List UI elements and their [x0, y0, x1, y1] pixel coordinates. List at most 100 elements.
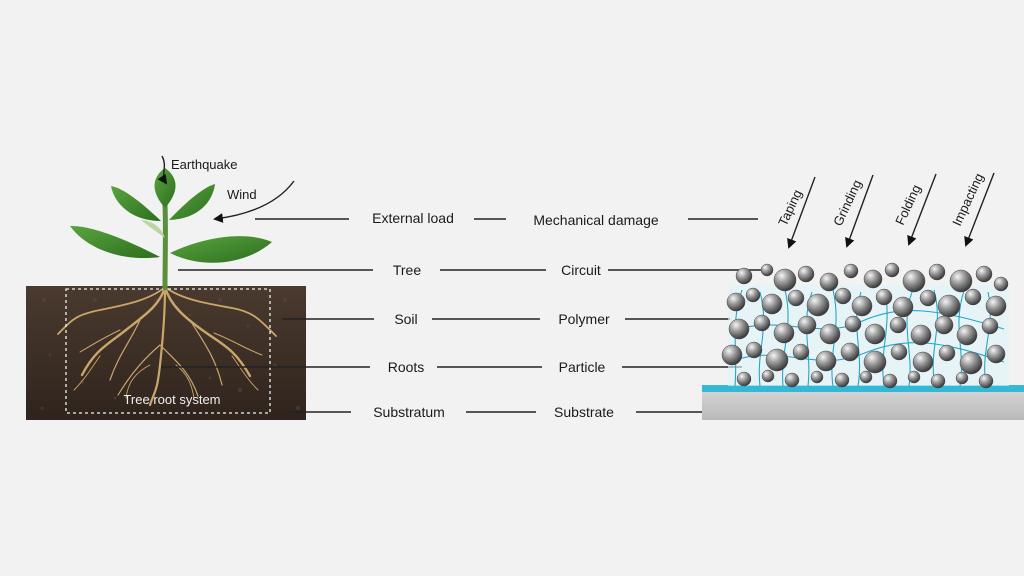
right-label-particle: Particle: [559, 359, 606, 375]
particle-sphere: [806, 293, 830, 317]
particle-sphere: [815, 350, 837, 372]
force-label-grinding: Grinding: [830, 177, 864, 228]
particle-sphere: [882, 373, 898, 389]
right-label-circuit: Circuit: [561, 262, 601, 278]
wind-arrow: [213, 180, 295, 223]
particle-sphere: [863, 269, 883, 289]
left-label-tree: Tree: [393, 262, 421, 278]
force-label-taping: Taping: [775, 187, 805, 228]
particle-sphere: [981, 317, 999, 335]
particle-sphere: [890, 343, 908, 361]
particle-sphere: [761, 369, 775, 383]
particle-sphere: [728, 318, 750, 340]
root-system-label: Tree root system: [123, 392, 220, 407]
particle-sphere: [902, 269, 926, 293]
leaf-sprout: [141, 220, 165, 238]
particle-sphere: [834, 372, 850, 388]
particle-sphere: [745, 341, 763, 359]
particle-sphere: [910, 324, 932, 346]
earthquake-arrow: [157, 155, 168, 185]
force-arrow-impacting: [964, 172, 995, 247]
particle-sphere: [773, 268, 797, 292]
earthquake-label: Earthquake: [171, 157, 238, 172]
circuit-illustration: Taping Grinding Folding Impacting: [702, 171, 1024, 420]
force-arrow-taping: [787, 176, 816, 249]
analogy-labels: External load Tree Soil Roots Substratum…: [372, 210, 659, 420]
particle-sphere: [993, 276, 1009, 292]
particle-sphere: [959, 351, 983, 375]
left-label-roots: Roots: [388, 359, 425, 375]
particle-sphere: [864, 323, 886, 345]
particle-sphere: [889, 316, 907, 334]
root-system-outline: [65, 288, 271, 414]
left-label-soil: Soil: [394, 311, 417, 327]
particle-sphere: [937, 294, 961, 318]
particle-sphere: [784, 372, 800, 388]
particle-sphere: [760, 263, 774, 277]
particle-sphere: [735, 267, 753, 285]
particle-sphere: [955, 371, 969, 385]
wind-label: Wind: [227, 187, 257, 202]
particle-sphere: [797, 265, 815, 283]
particle-sphere: [884, 262, 900, 278]
particle-sphere: [843, 263, 859, 279]
force-arrow-grinding: [845, 174, 874, 248]
particle-sphere: [765, 348, 789, 372]
particle-sphere: [840, 342, 860, 362]
leaf-left-mid: [111, 186, 161, 221]
left-label-substratum: Substratum: [373, 404, 445, 420]
particle-sphere: [851, 295, 873, 317]
particle-sphere: [810, 370, 824, 384]
plant-soil-illustration: Tree root system: [26, 168, 306, 420]
substrate-blue-top: [702, 385, 1024, 392]
right-label-mechanical-damage: Mechanical damage: [533, 212, 659, 228]
particle-sphere: [863, 350, 887, 374]
leaf-right-large: [170, 236, 272, 263]
particle-sphere: [985, 295, 1007, 317]
particle-sphere: [907, 370, 921, 384]
force-arrow-folding: [907, 173, 937, 246]
particle-sphere: [773, 322, 795, 344]
right-label-polymer: Polymer: [558, 311, 610, 327]
particle-sphere: [892, 296, 914, 318]
particle-sphere: [928, 263, 946, 281]
particle-layer: [721, 262, 1009, 389]
particle-sphere: [745, 287, 761, 303]
particle-sphere: [721, 344, 743, 366]
particle-sphere: [736, 371, 752, 387]
particle-sphere: [797, 315, 817, 335]
particle-sphere: [761, 293, 783, 315]
leaf-right-mid: [169, 184, 215, 220]
particle-sphere: [938, 344, 956, 362]
particle-sphere: [912, 351, 934, 373]
particle-sphere: [934, 315, 954, 335]
particle-sphere: [819, 272, 839, 292]
particle-sphere: [930, 373, 946, 389]
soil-block: [26, 286, 306, 420]
leaf-left-large: [70, 225, 160, 259]
particle-sphere: [726, 292, 746, 312]
plant-leaves: [70, 168, 272, 263]
force-label-impacting: Impacting: [949, 171, 986, 228]
particle-sphere: [834, 287, 852, 305]
connector-lines: [161, 218, 768, 413]
force-label-folding: Folding: [892, 182, 924, 227]
particle-sphere: [875, 288, 893, 306]
right-label-substrate: Substrate: [554, 404, 614, 420]
particle-sphere: [978, 373, 994, 389]
particle-sphere: [975, 265, 993, 283]
particle-sphere: [792, 343, 810, 361]
left-label-external-load: External load: [372, 210, 454, 226]
particle-sphere: [787, 289, 805, 307]
particle-sphere: [956, 324, 978, 346]
particle-sphere: [844, 315, 862, 333]
substrate-layer: [702, 390, 1024, 420]
particle-sphere: [753, 314, 771, 332]
particle-sphere: [964, 288, 982, 306]
leaf-top: [154, 168, 176, 208]
particle-sphere: [859, 370, 873, 384]
particle-sphere: [819, 323, 841, 345]
particle-sphere: [986, 344, 1006, 364]
particle-sphere: [949, 269, 973, 293]
